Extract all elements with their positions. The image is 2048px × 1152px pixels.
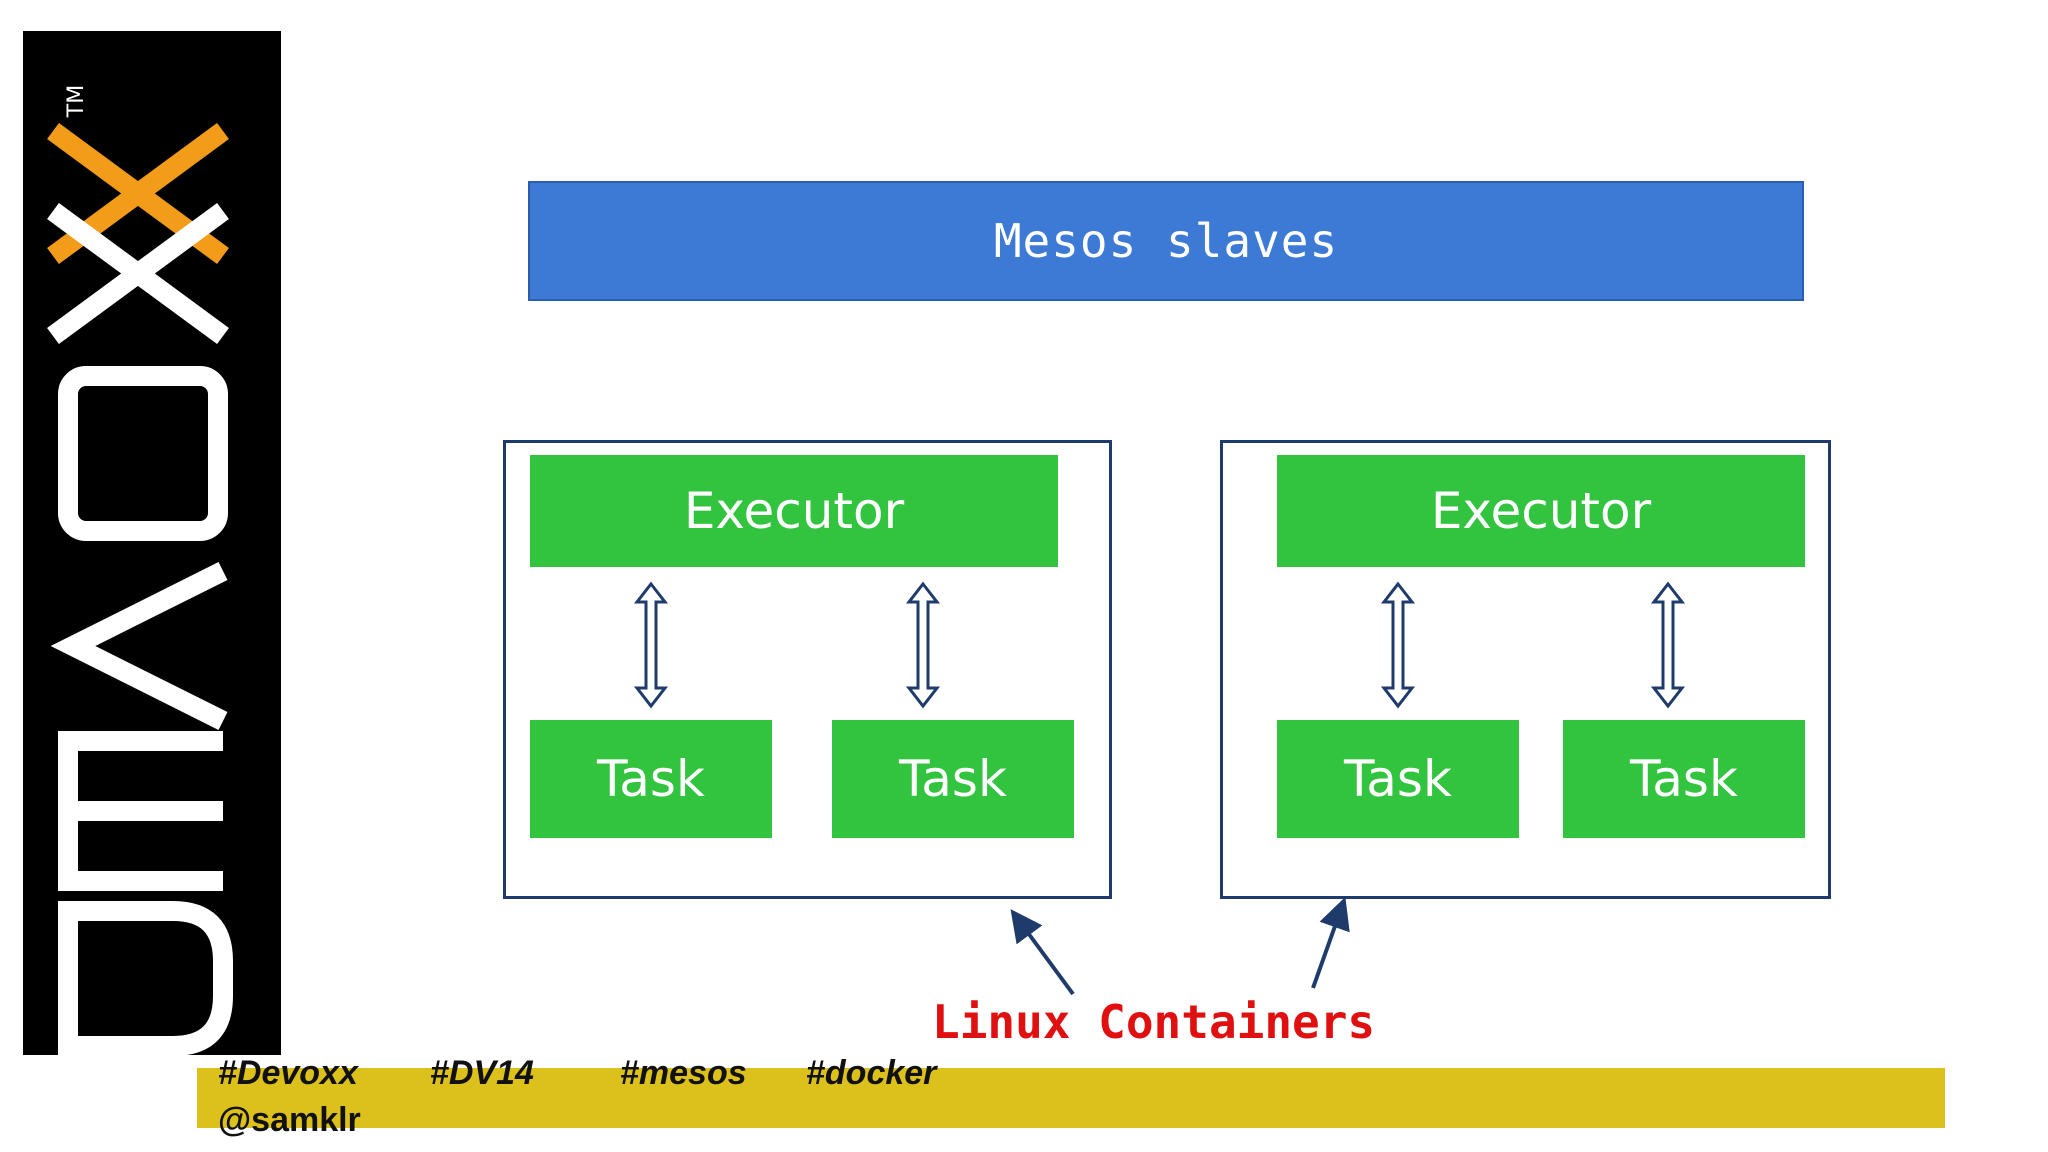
task-box-right-2: Task <box>1563 720 1805 838</box>
task-label: Task <box>899 750 1007 808</box>
linux-containers-label: Linux Containers <box>932 995 1376 1049</box>
task-label: Task <box>597 750 705 808</box>
hashtag-devoxx: #Devoxx <box>218 1054 358 1092</box>
executor-box-left: Executor <box>530 455 1058 567</box>
task-label: Task <box>1344 750 1452 808</box>
svg-text:TM: TM <box>64 85 89 118</box>
devoxx-logo: TM <box>23 31 281 1055</box>
double-arrow-icon <box>1380 581 1416 709</box>
arrow-up-right-icon <box>1311 896 1350 989</box>
double-arrow-icon <box>633 581 669 709</box>
twitter-handle: @samklr <box>218 1101 361 1139</box>
double-arrow-icon <box>1650 581 1686 709</box>
mesos-slaves-bar: Mesos slaves <box>528 181 1804 301</box>
task-label: Task <box>1630 750 1738 808</box>
executor-label: Executor <box>1430 482 1652 540</box>
double-arrow-icon <box>905 581 941 709</box>
task-box-left-1: Task <box>530 720 772 838</box>
hashtag-docker: #docker <box>806 1054 937 1092</box>
footer-bar <box>197 1068 1945 1128</box>
task-box-left-2: Task <box>832 720 1074 838</box>
task-box-right-1: Task <box>1277 720 1519 838</box>
hashtag-dv14: #DV14 <box>430 1054 534 1092</box>
hashtag-mesos: #mesos <box>620 1054 747 1092</box>
arrow-up-left-icon <box>1010 909 1075 996</box>
mesos-slaves-label: Mesos slaves <box>993 214 1339 268</box>
executor-box-right: Executor <box>1277 455 1805 567</box>
executor-label: Executor <box>683 482 905 540</box>
devoxx-logo-mark: TM <box>47 85 233 1055</box>
